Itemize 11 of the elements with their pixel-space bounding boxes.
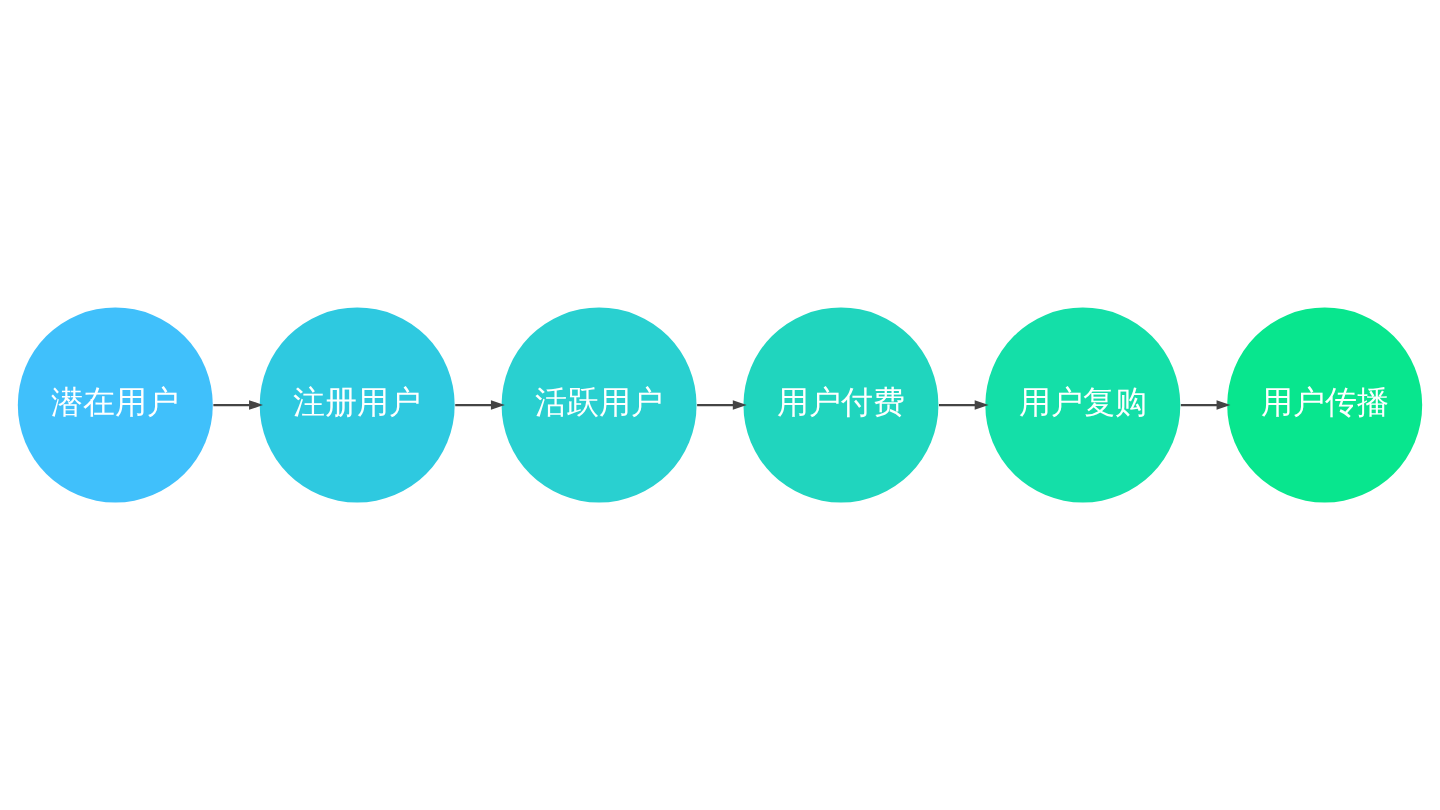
node-circle: 活跃用户	[501, 307, 697, 503]
arrow	[455, 400, 505, 410]
node-circle: 用户付费	[743, 307, 939, 503]
arrow	[697, 400, 747, 410]
arrow	[1180, 400, 1231, 410]
node-circle: 潜在用户	[17, 307, 213, 503]
node-circle: 用户复购	[985, 307, 1181, 503]
arrow	[213, 400, 263, 410]
node-circle: 用户传播	[1227, 307, 1423, 503]
node-circle: 注册用户	[259, 307, 455, 503]
arrow	[939, 400, 989, 410]
